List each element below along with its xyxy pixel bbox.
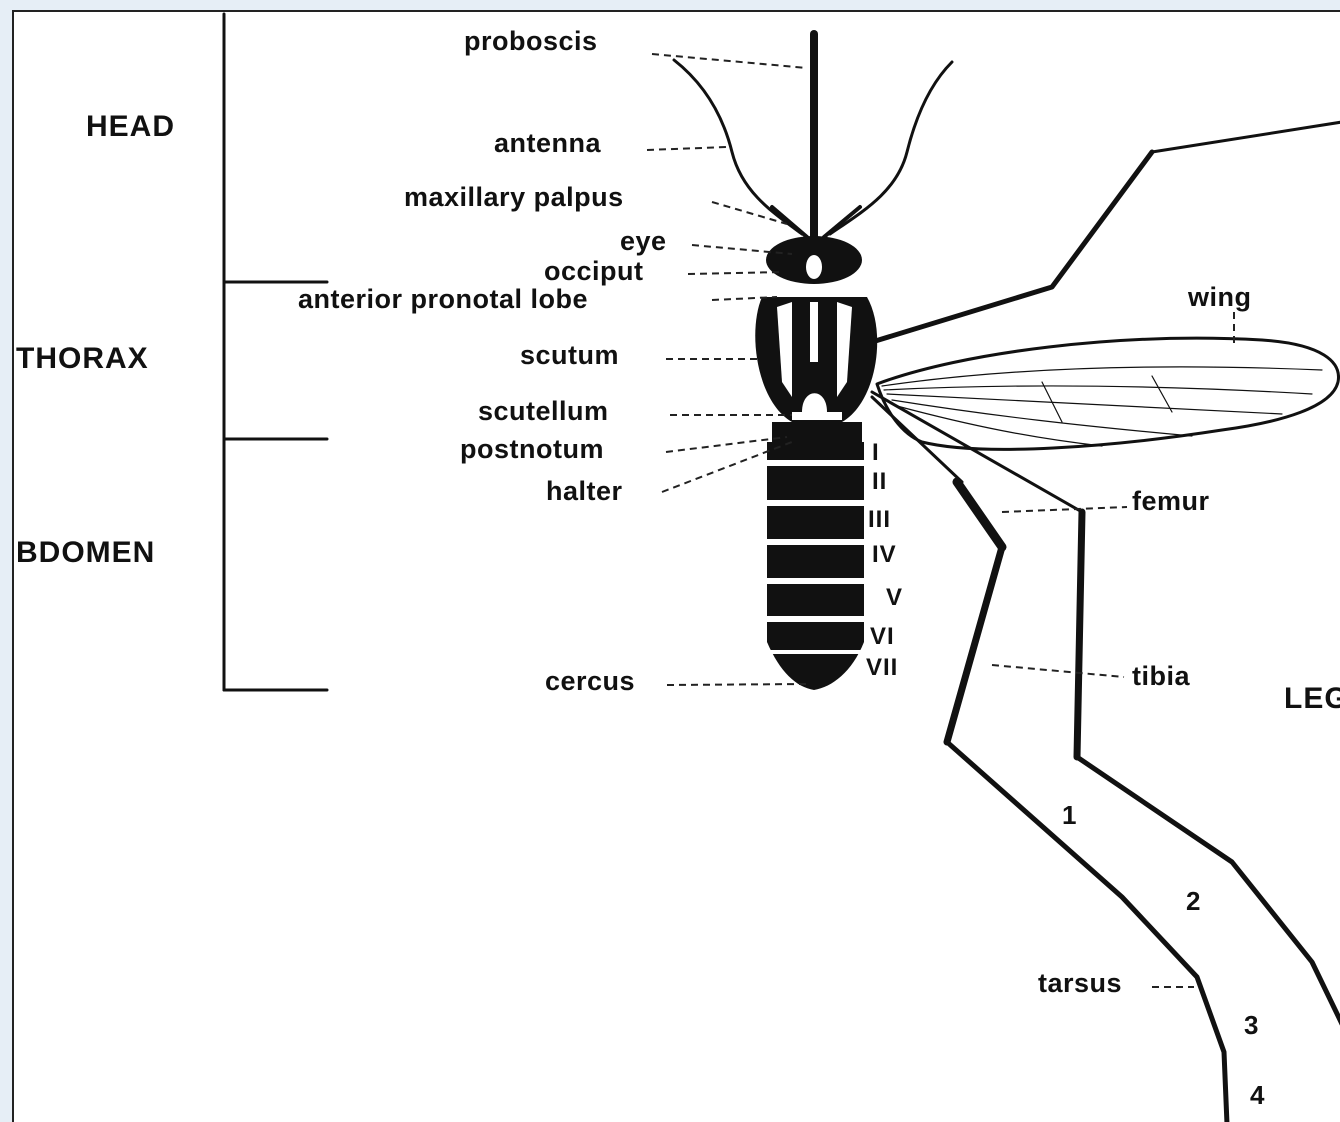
label-postnotum: postnotum (460, 434, 604, 464)
label-tarsus: tarsus (1038, 968, 1122, 998)
label-occiput: occiput (544, 256, 644, 286)
segment-label: I (872, 439, 880, 466)
tarsal-segment-number: 1 (1062, 800, 1076, 830)
segment-label: VII (866, 654, 898, 681)
region-thorax-label: THORAX (16, 342, 149, 375)
label-antenna: antenna (494, 128, 602, 158)
label-anterior-pronotal-lobe: anterior pronotal lobe (298, 284, 588, 314)
tarsal-segment-number: 2 (1186, 886, 1200, 916)
label-wing: wing (1187, 282, 1252, 312)
segment-label: III (868, 506, 891, 533)
label-scutum: scutum (520, 340, 619, 370)
label-proboscis: proboscis (464, 26, 598, 56)
label-maxillary-palpus: maxillary palpus (404, 182, 624, 212)
region-head-label: HEAD (86, 110, 175, 143)
leader-lines (647, 54, 1234, 987)
segment-label: V (886, 584, 903, 611)
segment-label: IV (872, 541, 897, 568)
abdomen-body (767, 442, 864, 690)
label-tibia: tibia (1132, 661, 1190, 691)
label-scutellum: scutellum (478, 396, 609, 426)
label-eye: eye (620, 226, 667, 256)
wing-shape (877, 338, 1338, 449)
region-abdomen-label: BDOMEN (16, 536, 155, 569)
region-bracket (224, 14, 327, 690)
tarsal-segment-number: 4 (1250, 1080, 1265, 1110)
mosquito-anatomy-diagram: HEAD THORAX BDOMEN LEG (14, 12, 1340, 1122)
label-femur: femur (1132, 486, 1210, 516)
label-halter: halter (546, 476, 623, 506)
thorax-body (755, 297, 877, 442)
label-cercus: cercus (545, 666, 635, 696)
head-parts (674, 34, 952, 284)
segment-label: VI (870, 623, 895, 650)
tarsal-segment-number: 3 (1244, 1010, 1258, 1040)
segment-label: II (872, 468, 887, 495)
region-leg-label: LEG (1284, 682, 1340, 715)
diagram-frame: HEAD THORAX BDOMEN LEG (12, 10, 1340, 1122)
